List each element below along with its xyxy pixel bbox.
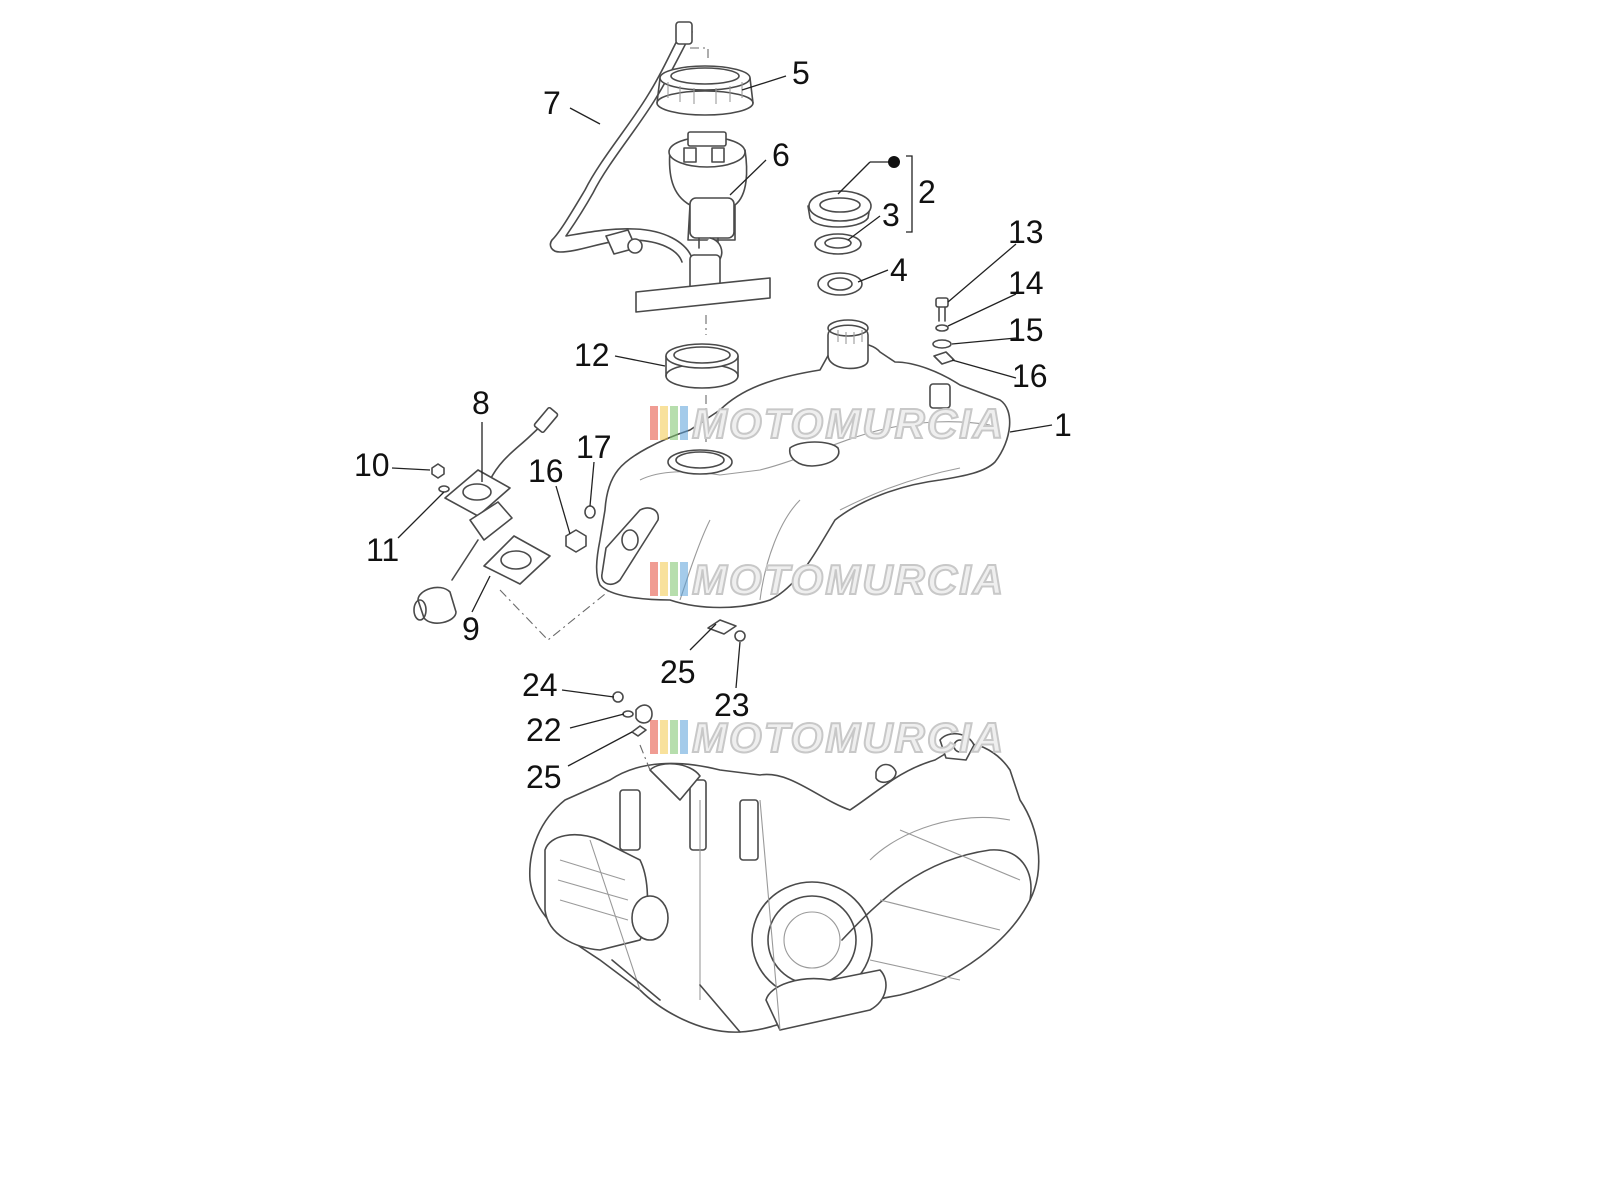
part-labels: 1 2 3 4 5 6 7 8 9 10 11 12 13 14 15 16 1…	[354, 55, 1072, 795]
fuel-tank-part	[595, 319, 1011, 609]
engine-assembly-part	[529, 732, 1040, 1033]
drain-fastener-part	[612, 619, 746, 737]
sender-gasket-part	[483, 535, 551, 585]
fuel-hose-part	[549, 21, 709, 263]
watermark-stripe-green	[670, 562, 678, 596]
level-sender-part	[413, 406, 559, 624]
label-6: 6	[772, 137, 790, 173]
label-1: 1	[1054, 407, 1072, 443]
watermark-text: MOTOMURCIA	[692, 714, 1005, 761]
label-14: 14	[1008, 265, 1044, 301]
label-12: 12	[574, 337, 610, 373]
label-3: 3	[882, 197, 900, 233]
watermark-stripe-green	[670, 720, 678, 754]
label-10: 10	[354, 447, 390, 483]
label-11: 11	[366, 532, 399, 568]
watermark-text-outline: MOTOMURCIA	[692, 556, 1005, 603]
label-5: 5	[792, 55, 810, 91]
watermark-text-outline: MOTOMURCIA	[692, 714, 1005, 761]
watermark-stripe-green	[670, 406, 678, 440]
label-2: 2	[918, 174, 936, 210]
watermark-stripe-blue	[680, 562, 688, 596]
tank-ring-part	[665, 343, 739, 445]
drain-axis-line	[639, 744, 651, 771]
watermark-stripe-blue	[680, 406, 688, 440]
watermark-bottom: MOTOMURCIA MOTOMURCIA	[650, 713, 1005, 762]
label-24: 24	[522, 667, 558, 703]
leader-lines	[391, 75, 1053, 767]
watermark-stripe-yellow	[660, 406, 668, 440]
label-4: 4	[890, 252, 908, 288]
watermark-text-outline: MOTOMURCIA	[692, 400, 1005, 447]
watermark-text: MOTOMURCIA	[692, 400, 1005, 447]
label-16-right: 16	[1012, 358, 1048, 394]
label-9: 9	[462, 611, 480, 647]
watermark-stripe-blue	[680, 720, 688, 754]
watermark-stripe-yellow	[660, 562, 668, 596]
watermark-stripe-red	[650, 562, 658, 596]
label-25-upper: 25	[660, 654, 696, 690]
watermark-stripe-red	[650, 406, 658, 440]
ring-nut-part	[656, 65, 754, 116]
label-17: 17	[576, 429, 612, 465]
watermark-text: MOTOMURCIA	[692, 556, 1005, 603]
filler-gasket-part	[817, 272, 863, 296]
small-fastener-part	[431, 463, 596, 553]
label-13: 13	[1008, 214, 1044, 250]
fuel-pump-part	[635, 131, 771, 335]
cap-seal-part	[814, 233, 862, 255]
label-23: 23	[714, 687, 750, 723]
label-16-left: 16	[528, 453, 564, 489]
label-22: 22	[526, 712, 562, 748]
label-15: 15	[1008, 312, 1044, 348]
label-8: 8	[472, 385, 490, 421]
watermark-stripe-yellow	[660, 720, 668, 754]
watermark-middle: MOTOMURCIA MOTOMURCIA	[650, 555, 1005, 604]
fastener-hardware-part	[932, 297, 955, 365]
sender-axis-line	[499, 589, 611, 641]
kit-marker-dot	[888, 156, 900, 168]
label-7: 7	[543, 85, 561, 121]
watermark-stripe-red	[650, 720, 658, 754]
label-25-lower: 25	[526, 759, 562, 795]
watermark-top: MOTOMURCIA MOTOMURCIA	[650, 399, 1005, 448]
filler-cap-part	[807, 190, 872, 228]
